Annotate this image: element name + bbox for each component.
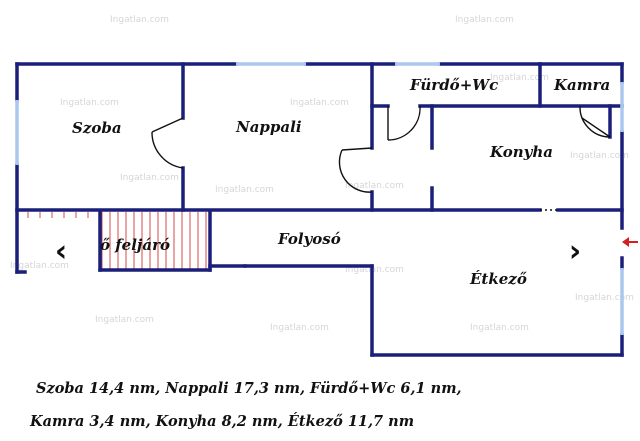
watermark: Ingatlan.com bbox=[570, 151, 629, 161]
watermark: Ingatlan.com bbox=[270, 323, 329, 333]
area-caption-line-1: Szoba 14,4 nm, Nappali 17,3 nm, Fürdő+Wc… bbox=[36, 380, 462, 397]
room-label-konyha: Konyha bbox=[489, 143, 553, 161]
room-label-kamra: Kamra bbox=[553, 76, 610, 94]
room-label-feljaro: ő feljáró bbox=[100, 236, 170, 254]
watermark: Ingatlan.com bbox=[95, 315, 154, 325]
room-label-szoba: Szoba bbox=[72, 119, 122, 137]
door bbox=[341, 147, 373, 151]
previous-image-button[interactable]: ‹ bbox=[54, 234, 68, 269]
watermark: Ingatlan.com bbox=[470, 323, 529, 333]
watermark: Ingatlan.com bbox=[345, 181, 404, 191]
staircase bbox=[27, 212, 207, 270]
watermark: Ingatlan.com bbox=[10, 261, 69, 271]
watermarks: Ingatlan.com Ingatlan.com Ingatlan.com I… bbox=[10, 15, 634, 333]
windows bbox=[15, 62, 624, 335]
room-label-etkezo: Étkező bbox=[469, 270, 527, 288]
entrance-arrow-icon bbox=[622, 237, 638, 247]
watermark: Ingatlan.com bbox=[455, 15, 514, 25]
watermark: Ingatlan.com bbox=[60, 98, 119, 108]
watermark: Ingatlan.com bbox=[110, 15, 169, 25]
door-swing bbox=[338, 149, 373, 193]
doors bbox=[151, 105, 611, 211]
room-label-nappali: Nappali bbox=[235, 118, 302, 136]
area-caption-line-2: Kamra 3,4 nm, Konyha 8,2 nm, Étkező 11,7… bbox=[30, 413, 415, 430]
door-swing bbox=[579, 105, 611, 138]
next-image-button[interactable]: › bbox=[568, 234, 582, 269]
watermark: Ingatlan.com bbox=[215, 185, 274, 195]
watermark: Ingatlan.com bbox=[290, 98, 349, 108]
door-swing bbox=[387, 105, 421, 141]
watermark: Ingatlan.com bbox=[120, 173, 179, 183]
door bbox=[581, 117, 611, 138]
walls bbox=[15, 62, 624, 357]
watermark: Ingatlan.com bbox=[575, 293, 634, 303]
door bbox=[151, 117, 184, 133]
watermark: Ingatlan.com bbox=[345, 265, 404, 275]
room-label-folyoso: Folyosó bbox=[277, 230, 341, 248]
door-swing bbox=[151, 131, 184, 169]
room-label-furdo: Fürdő+Wc bbox=[409, 76, 498, 94]
watermark: Ingatlan.com bbox=[490, 73, 549, 83]
